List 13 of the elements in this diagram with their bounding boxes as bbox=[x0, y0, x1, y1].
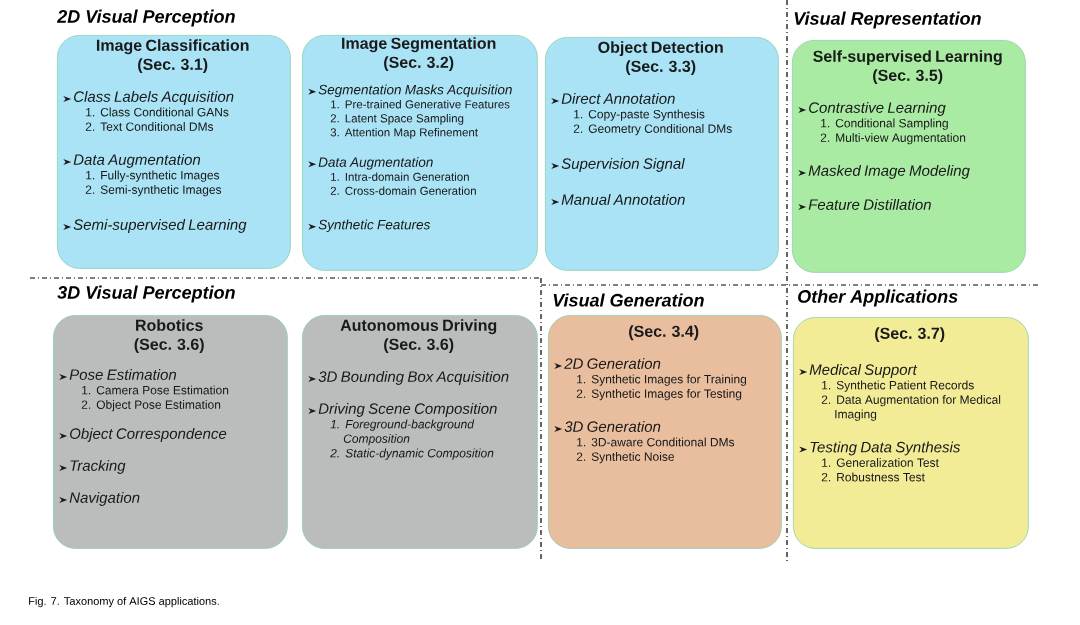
group-heading: Visual Generation bbox=[553, 293, 704, 307]
category-box: Robotics (Sec. 3.6) Pose Estimation 1. Camera Pose Estimation 2. Object Pose Estimation Object Correspondence Tracking Navigation bbox=[53, 315, 288, 549]
group-heading: 3D Visual Perception bbox=[57, 285, 235, 303]
category-box: Self-supervised Learning (Sec. 3.5) Contrastive Learning 1. Conditional Sampling 2. Multi-view Augmentation Masked Image Modeling Feature Distillation bbox=[792, 40, 1026, 273]
caption: Fig. 7. Taxonomy of AIGS applications. bbox=[29, 596, 219, 608]
group-heading: Visual Representation bbox=[794, 11, 981, 29]
category-box: Image Segmentation (Sec. 3.2) Segmentation Masks Acquisition 1. Pre-trained Generative Features 2. Latent Space Sampling 3. Attention Map Refinement Data Augmentation 1. Intra-domain Generation 2. Cross-domain Generation Synthetic Features bbox=[302, 35, 538, 271]
category-box: Image Classification (Sec. 3.1) Class Labels Acquisition 1. Class Conditional GANs 2. Text Conditional DMs Data Augmentation 1. Fully-synthetic Images 2. Semi-synthetic Images Semi-supervised Learning bbox=[57, 35, 291, 269]
category-box: Autonomous Driving (Sec. 3.6) 3D Bounding Box Acquisition Driving Scene Composition 1. Foreground-background Composition 2. Static-dynamic Composition bbox=[302, 315, 538, 549]
group-heading: Other Applications bbox=[798, 289, 958, 307]
category-box: (Sec. 3.7) Medical Support 1. Synthetic Patient Records 2. Data Augmentation for Medical Imaging Testing Data Synthesis 1. Generalization Test 2. Robustness Test bbox=[793, 317, 1029, 549]
category-box: (Sec. 3.4) 2D Generation 1. Synthetic Images for Training 2. Synthetic Images for Testing 3D Generation 1. 3D-aware Conditional DMs 2. Synthetic Noise bbox=[548, 315, 782, 549]
category-box: Object Detection (Sec. 3.3) Direct Annotation 1. Copy-paste Synthesis 2. Geometry Conditional DMs Supervision Signal Manual Annotation bbox=[545, 37, 779, 271]
